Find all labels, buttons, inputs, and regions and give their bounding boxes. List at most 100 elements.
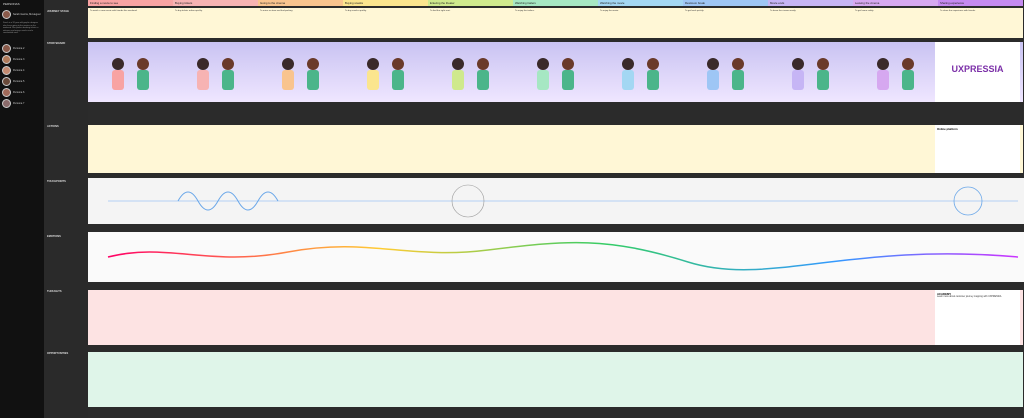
user-goal-note[interactable]: To watch a new movie with friends this w…: [88, 8, 173, 38]
user-goal-note[interactable]: To find the right seat.: [428, 8, 513, 38]
storyboard-image: [258, 42, 343, 102]
persona-item-label: Persona 6: [13, 90, 25, 94]
thought-note[interactable]: [598, 290, 683, 345]
user-goal-note[interactable]: To enjoy the trailers.: [513, 8, 598, 38]
storyboard-image: [853, 42, 938, 102]
avatar: [2, 87, 11, 97]
stage-header[interactable]: Watching the movie: [598, 0, 683, 6]
storyboard-illustration: [792, 58, 829, 90]
stage-header[interactable]: Entering the theater: [428, 0, 513, 6]
stage-header[interactable]: Buying tickets: [173, 0, 258, 6]
stage-header[interactable]: Restroom break: [683, 0, 768, 6]
stage-header[interactable]: Watching trailers: [513, 0, 598, 6]
thought-note[interactable]: [683, 290, 768, 345]
action-note[interactable]: [768, 125, 853, 173]
stage-header[interactable]: Finding a movie to see: [88, 0, 173, 6]
user-goal-note[interactable]: To get home safely.: [853, 8, 938, 38]
opportunity-note[interactable]: [258, 352, 343, 407]
opportunity-note[interactable]: [938, 352, 1023, 407]
stage-header[interactable]: Going to the cinema: [258, 0, 343, 6]
action-note[interactable]: [853, 125, 938, 173]
row-label-actions: ACTIONS: [47, 125, 59, 128]
thought-note[interactable]: [513, 290, 598, 345]
storyboard-illustration: [367, 58, 404, 90]
persona-bio: Sarah is a 32-year-old graphic designer …: [3, 22, 39, 35]
persona-main[interactable]: Sarah Garcia, Moviegoer: [2, 10, 42, 19]
storyboard-illustration: [197, 58, 234, 90]
action-note[interactable]: [598, 125, 683, 173]
user-goal-note[interactable]: To leave the cinema easily.: [768, 8, 853, 38]
user-goal-note[interactable]: To enjoy the movie.: [598, 8, 683, 38]
thought-note[interactable]: [173, 290, 258, 345]
emotions-svg: [107, 241, 1019, 271]
personas-panel: PERSONAS Sarah Garcia, Moviegoer Sarah i…: [0, 0, 45, 418]
avatar: [2, 65, 11, 75]
storyboard-image: [513, 42, 598, 102]
persona-item[interactable]: Persona 3: [2, 54, 42, 64]
academy-text: Learn more about customer journey mappin…: [937, 296, 1002, 298]
opportunity-note[interactable]: [428, 352, 513, 407]
persona-item-label: Persona 2: [13, 46, 25, 50]
storyboard-illustration: [452, 58, 489, 90]
action-note[interactable]: [513, 125, 598, 173]
storyboard-image: [173, 42, 258, 102]
row-labels: JOURNEY STAGE STORYBOARD ACTIONS TOUCHPO…: [44, 0, 88, 418]
action-note[interactable]: [173, 125, 258, 173]
persona-item[interactable]: Persona 2: [2, 43, 42, 53]
thought-note[interactable]: [88, 290, 173, 345]
avatar: [2, 10, 11, 19]
persona-item-label: Persona 5: [13, 79, 25, 83]
storyboard-image: [88, 42, 173, 102]
action-note[interactable]: [343, 125, 428, 173]
persona-item[interactable]: Persona 4: [2, 65, 42, 75]
thought-note[interactable]: [853, 290, 938, 345]
academy-card: ACADEMY Learn more about customer journe…: [935, 290, 1020, 345]
user-goal-note[interactable]: To buy tickets online quickly.: [173, 8, 258, 38]
stage-header[interactable]: Buying snacks: [343, 0, 428, 6]
row-label-touchpoints: TOUCHPOINTS: [47, 180, 66, 183]
user-goal-note[interactable]: To get back quickly.: [683, 8, 768, 38]
storyboard-illustration: [877, 58, 914, 90]
stage-header[interactable]: Sharing experience: [938, 0, 1023, 6]
opportunity-note[interactable]: [173, 352, 258, 407]
stage-header[interactable]: Leaving the cinema: [853, 0, 938, 6]
opportunity-note[interactable]: [683, 352, 768, 407]
thought-note[interactable]: [343, 290, 428, 345]
persona-item[interactable]: Persona 7: [2, 98, 42, 108]
persona-item[interactable]: Persona 5: [2, 76, 42, 86]
action-note[interactable]: [258, 125, 343, 173]
thought-note[interactable]: [768, 290, 853, 345]
opportunity-note[interactable]: [853, 352, 938, 407]
brand-logo: UXPRESSIA: [951, 64, 1004, 74]
brand-card[interactable]: UXPRESSIA: [935, 42, 1020, 102]
brand-tag: Online platform: [937, 127, 958, 131]
user-goal-note[interactable]: To buy snacks quickly.: [343, 8, 428, 38]
user-goal-note[interactable]: To arrive on time and find parking.: [258, 8, 343, 38]
personas-title: PERSONAS: [3, 2, 20, 6]
thought-note[interactable]: [258, 290, 343, 345]
storyboard-illustration: [537, 58, 574, 90]
persona-name: Sarah Garcia, Moviegoer: [13, 13, 41, 16]
thought-note[interactable]: [428, 290, 513, 345]
action-note[interactable]: [428, 125, 513, 173]
stage-header[interactable]: Movie ends: [768, 0, 853, 6]
opportunity-note[interactable]: [88, 352, 173, 407]
avatar: [2, 98, 11, 108]
persona-item[interactable]: Persona 6: [2, 87, 42, 97]
avatar: [2, 76, 11, 86]
storyboard-image: [343, 42, 428, 102]
opportunity-note[interactable]: [513, 352, 598, 407]
persona-item-label: Persona 4: [13, 68, 25, 72]
avatar: [2, 43, 11, 53]
opportunity-note[interactable]: [598, 352, 683, 407]
opportunity-note[interactable]: [768, 352, 853, 407]
user-goal-note[interactable]: To share the experience with friends.: [938, 8, 1023, 38]
row-label-emotions: EMOTIONS: [47, 235, 61, 238]
storyboard-illustration: [112, 58, 149, 90]
opportunity-note[interactable]: [343, 352, 428, 407]
storyboard-illustration: [707, 58, 744, 90]
avatar: [2, 54, 11, 64]
action-note[interactable]: [683, 125, 768, 173]
touchpoints-board: [88, 178, 1024, 224]
action-note[interactable]: [88, 125, 173, 173]
